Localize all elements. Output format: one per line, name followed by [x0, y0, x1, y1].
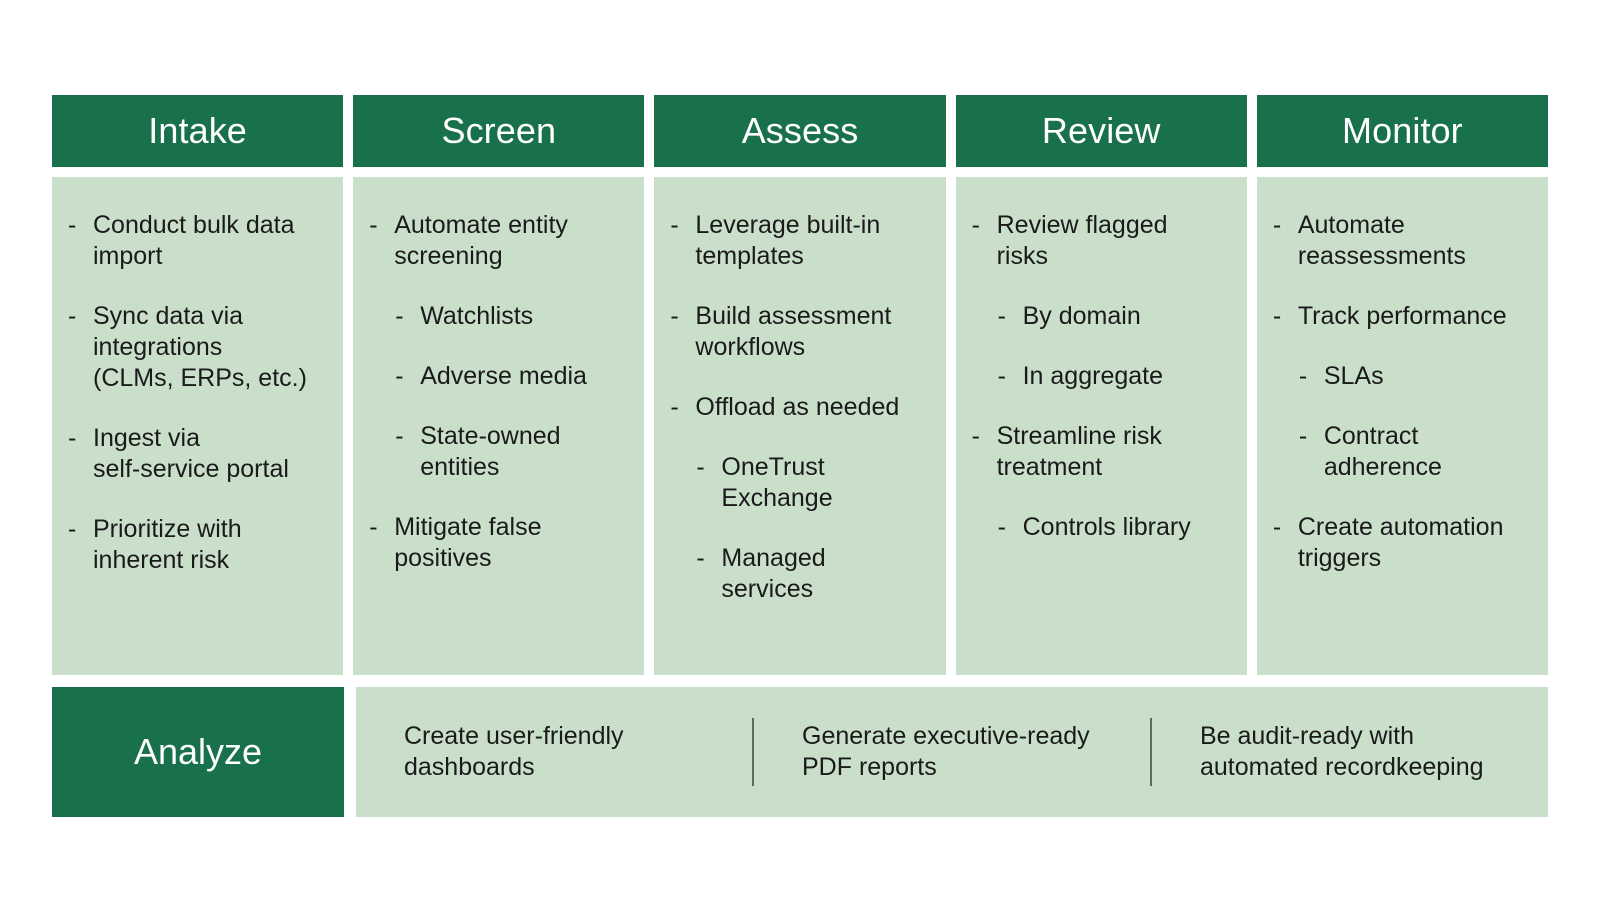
- analyze-item-reports: Generate executive-ready PDF reports: [802, 722, 1090, 781]
- stage-column-screen: Screen - Automate entity screening - Wat…: [353, 95, 645, 675]
- bullet-text: Automate reassessments: [1297, 211, 1466, 270]
- stage-body-review: - Review flagged risks - By domain - In …: [955, 177, 1247, 675]
- list-item: - Contract adherence: [1273, 421, 1532, 483]
- bullet-text: By domain: [1022, 302, 1141, 330]
- stage-header-monitor: Monitor: [1256, 95, 1549, 167]
- list-item: - State-owned entities: [369, 421, 628, 483]
- bullet-text: Offload as needed: [695, 393, 900, 421]
- list-item: - Ingest via self-service portal: [68, 423, 327, 485]
- bullet-text: In aggregate: [1022, 362, 1164, 390]
- analyze-row: Analyze Create user-friendly dashboards …: [52, 687, 1548, 817]
- list-item: - Automate reassessments: [1273, 210, 1532, 272]
- stage-body-intake: - Conduct bulk data import - Sync data v…: [52, 177, 344, 675]
- bullet-dash: -: [1298, 362, 1308, 390]
- bullet-dash: -: [696, 544, 705, 572]
- analyze-item-recordkeeping: Be audit-ready with automated recordkeep…: [1200, 722, 1484, 781]
- bullet-dash: -: [395, 422, 404, 450]
- bullet-text: Track performance: [1297, 302, 1507, 330]
- bullet-dash: -: [1298, 422, 1308, 450]
- bullet-dash: -: [997, 513, 1006, 541]
- bullet-text: SLAs: [1323, 362, 1384, 390]
- stage-column-monitor: Monitor - Automate reassessments - Track…: [1256, 95, 1549, 675]
- bullet-dash: -: [68, 211, 77, 239]
- list-item: - Leverage built-in templates: [670, 210, 929, 272]
- stage-columns: Intake - Conduct bulk data import - Sync…: [52, 95, 1549, 675]
- stage-column-review: Review - Review flagged risks - By domai…: [955, 95, 1247, 675]
- bullet-dash: -: [997, 362, 1006, 390]
- bullet-text: Mitigate false positives: [394, 513, 542, 572]
- list-item: - Mitigate false positives: [369, 512, 628, 574]
- bullet-text: Streamline risk treatment: [996, 422, 1162, 481]
- bullet-text: State-owned entities: [420, 422, 561, 481]
- list-item: - Controls library: [972, 512, 1231, 543]
- stage-header-review: Review: [955, 95, 1247, 167]
- bullet-text: OneTrust Exchange: [721, 453, 833, 512]
- bullet-dash: -: [696, 453, 705, 481]
- bullet-text: Adverse media: [420, 362, 587, 390]
- stage-body-monitor: - Automate reassessments - Track perform…: [1256, 177, 1549, 675]
- bullet-text: Managed services: [721, 544, 826, 603]
- stage-header-screen: Screen: [353, 95, 645, 167]
- list-item: - Track performance: [1273, 301, 1532, 332]
- list-item: - Build assessment workflows: [670, 301, 929, 363]
- list-item: - Sync data via integrations (CLMs, ERPs…: [68, 301, 327, 394]
- list-item: - OneTrust Exchange: [670, 452, 929, 514]
- analyze-label-box: Analyze: [52, 687, 344, 817]
- bullet-text: Leverage built-in templates: [695, 211, 881, 270]
- bullet-dash: -: [670, 211, 679, 239]
- bullet-text: Contract adherence: [1323, 422, 1442, 481]
- bullet-text: Ingest via self-service portal: [93, 424, 289, 483]
- bullet-text: Automate entity screening: [394, 211, 568, 270]
- bullet-text: Prioritize with inherent risk: [93, 515, 242, 574]
- bullet-dash: -: [68, 302, 77, 330]
- list-item: - Managed services: [670, 543, 929, 605]
- list-item: - Adverse media: [369, 361, 628, 392]
- bullet-dash: -: [68, 424, 77, 452]
- list-item: - SLAs: [1273, 361, 1532, 392]
- list-item: - Conduct bulk data import: [68, 210, 327, 272]
- list-item: - Review flagged risks: [972, 210, 1231, 272]
- stage-column-assess: Assess - Leverage built-in templates - B…: [654, 95, 946, 675]
- bullet-dash: -: [1272, 302, 1282, 330]
- list-item: - Prioritize with inherent risk: [68, 514, 327, 576]
- bullet-dash: -: [670, 393, 679, 421]
- bullet-dash: -: [395, 302, 404, 330]
- bullet-dash: -: [68, 515, 77, 543]
- bullet-text: Watchlists: [420, 302, 534, 330]
- bullet-dash: -: [670, 302, 679, 330]
- list-item: - In aggregate: [972, 361, 1231, 392]
- bullet-text: Review flagged risks: [996, 211, 1168, 270]
- list-item: - Offload as needed: [670, 392, 929, 423]
- stage-column-intake: Intake - Conduct bulk data import - Sync…: [52, 95, 344, 675]
- bullet-dash: -: [1272, 513, 1282, 541]
- list-item: - Create automation triggers: [1273, 512, 1532, 574]
- panel-divider: [1150, 718, 1152, 786]
- stage-header-intake: Intake: [52, 95, 344, 167]
- list-item: - Automate entity screening: [369, 210, 628, 272]
- bullet-dash: -: [395, 362, 404, 390]
- list-item: - By domain: [972, 301, 1231, 332]
- bullet-text: Create automation triggers: [1297, 513, 1504, 572]
- bullet-dash: -: [369, 211, 378, 239]
- list-item: - Watchlists: [369, 301, 628, 332]
- analyze-item-dashboards: Create user-friendly dashboards: [404, 722, 624, 781]
- panel-divider: [752, 718, 754, 786]
- list-item: - Streamline risk treatment: [972, 421, 1231, 483]
- bullet-dash: -: [369, 513, 378, 541]
- bullet-dash: -: [997, 302, 1006, 330]
- bullet-dash: -: [1272, 211, 1282, 239]
- bullet-dash: -: [971, 422, 980, 450]
- bullet-text: Conduct bulk data import: [93, 211, 295, 270]
- bullet-dash: -: [971, 211, 980, 239]
- lifecycle-diagram: Intake - Conduct bulk data import - Sync…: [52, 95, 1549, 817]
- bullet-text: Sync data via integrations (CLMs, ERPs, …: [93, 302, 307, 392]
- stage-header-assess: Assess: [654, 95, 946, 167]
- stage-body-screen: - Automate entity screening - Watchlists…: [353, 177, 645, 675]
- bullet-text: Build assessment workflows: [695, 302, 892, 361]
- stage-body-assess: - Leverage built-in templates - Build as…: [654, 177, 946, 675]
- analyze-panel: Create user-friendly dashboards Generate…: [356, 687, 1548, 817]
- bullet-text: Controls library: [1022, 513, 1191, 541]
